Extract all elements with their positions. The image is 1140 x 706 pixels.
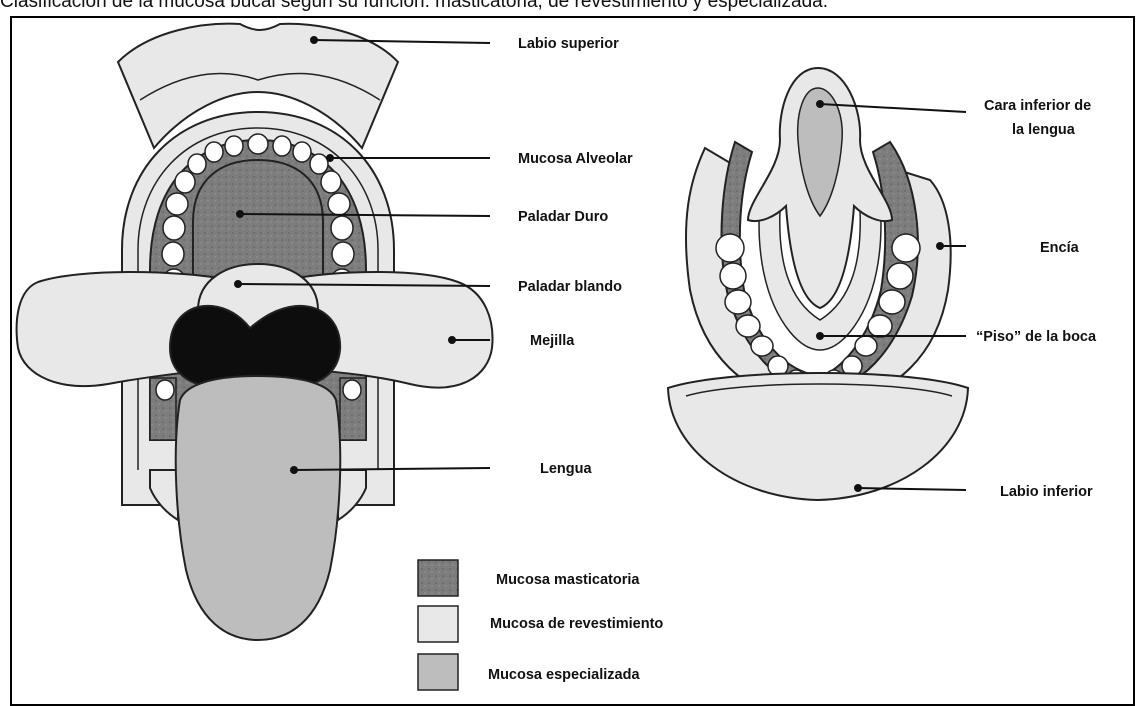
label-mejilla: Mejilla (530, 333, 575, 349)
legend: Mucosa masticatoria Mucosa de revestimie… (418, 560, 663, 690)
lower-mouth-illustration (668, 68, 968, 500)
label-paladar-blando: Paladar blando (518, 279, 622, 295)
lower-lip-shape (668, 373, 968, 500)
label-paladar-duro: Paladar Duro (518, 209, 608, 225)
upper-mouth-illustration (17, 24, 493, 640)
legend-swatch-revestimiento (418, 606, 458, 642)
label-labio-superior: Labio superior (518, 36, 619, 52)
label-lengua: Lengua (540, 461, 592, 477)
label-encia: Encía (1040, 240, 1080, 256)
label-piso-boca: “Piso” de la boca (976, 329, 1097, 345)
label-mucosa-alveolar: Mucosa Alveolar (518, 151, 633, 167)
legend-label-especializada: Mucosa especializada (488, 667, 640, 683)
legend-swatch-especializada (418, 654, 458, 690)
legend-label-masticatoria: Mucosa masticatoria (496, 572, 640, 588)
label-cara-inferior-line2: la lengua (1012, 122, 1076, 138)
label-cara-inferior-line1: Cara inferior de (984, 98, 1091, 114)
legend-swatch-masticatoria (418, 560, 458, 596)
tongue-shape (176, 376, 341, 640)
legend-label-revestimiento: Mucosa de revestimiento (490, 616, 663, 632)
label-labio-inferior: Labio inferior (1000, 484, 1093, 500)
